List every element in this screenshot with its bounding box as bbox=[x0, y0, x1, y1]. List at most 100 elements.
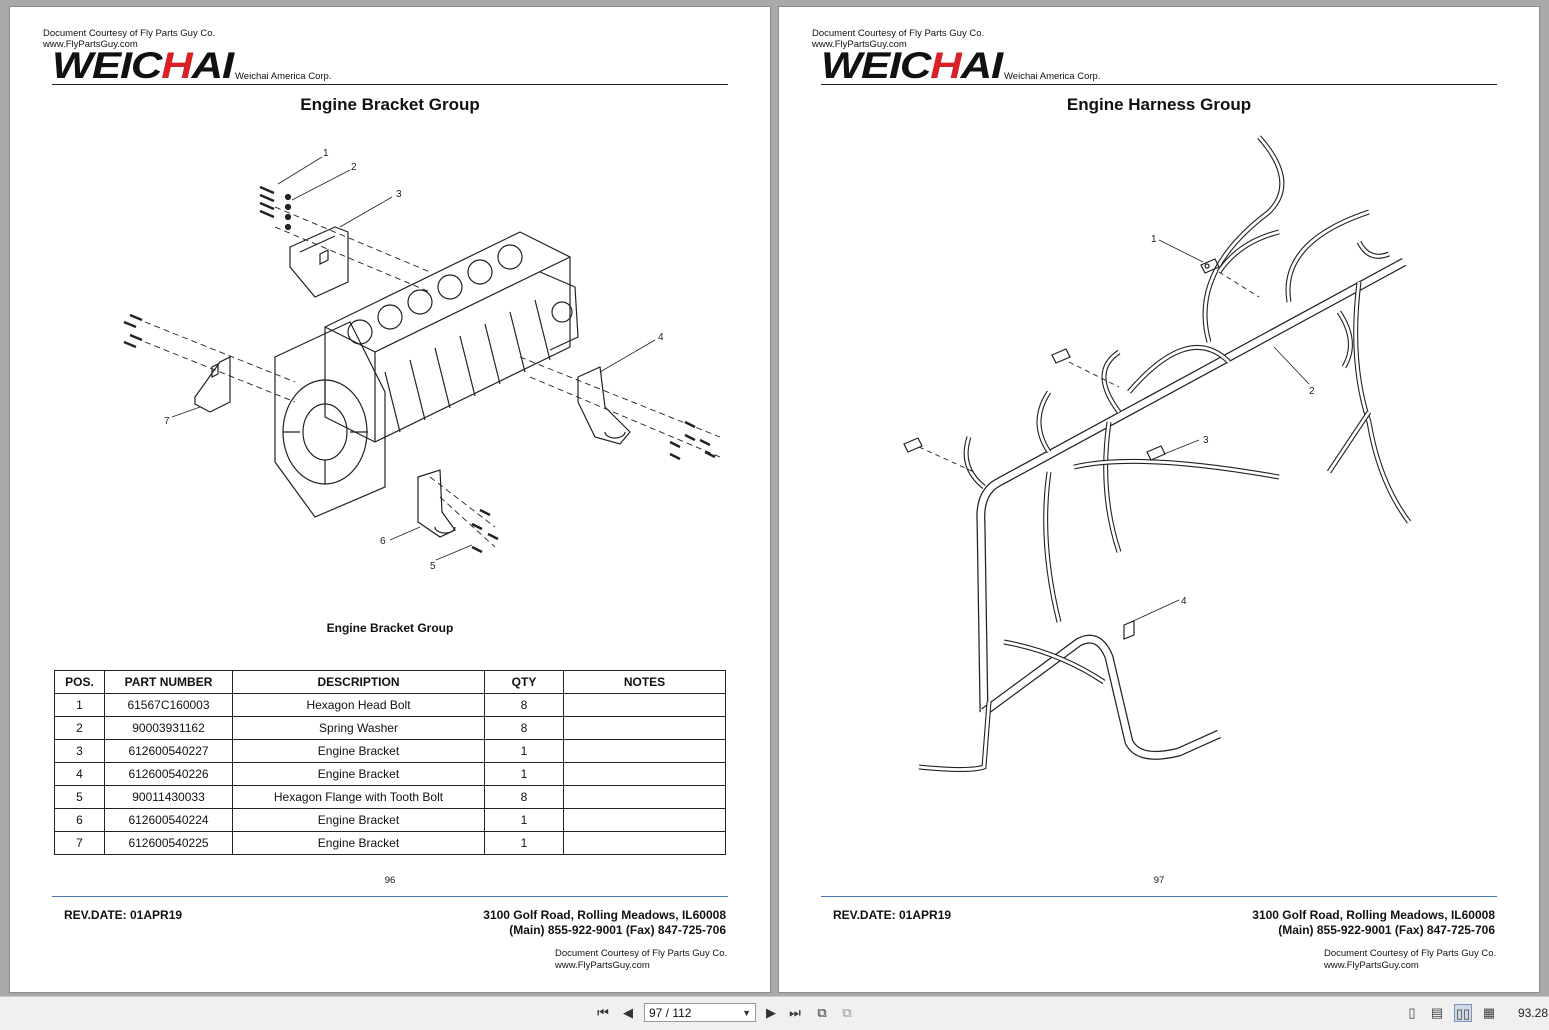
table-cell bbox=[563, 693, 726, 717]
continuous-view-icon[interactable]: ▤ bbox=[1430, 1005, 1444, 1020]
table-cell: 7 bbox=[54, 831, 105, 855]
table-cell: Hexagon Head Bolt bbox=[232, 693, 485, 717]
courtesy-text: Document Courtesy of Fly Parts Guy Co. bbox=[555, 948, 728, 959]
courtesy-text: Document Courtesy of Fly Parts Guy Co. bbox=[812, 28, 985, 39]
courtesy-header: Document Courtesy of Fly Parts Guy Co. w… bbox=[812, 28, 984, 50]
single-page-view-icon[interactable]: ▯ bbox=[1408, 1005, 1416, 1020]
table-row: 5 90011430033 Hexagon Flange with Tooth … bbox=[54, 785, 726, 809]
address-line: 3100 Golf Road, Rolling Meadows, IL60008 bbox=[1252, 908, 1495, 922]
callout-1: 1 bbox=[323, 148, 329, 159]
alignment-lines bbox=[918, 271, 1260, 473]
engine-harness-diagram: 1 2 3 4 bbox=[903, 135, 1412, 772]
logo-accent: H bbox=[161, 45, 193, 86]
table-cell: 612600540226 bbox=[104, 762, 233, 786]
callout-leaders bbox=[1130, 239, 1310, 623]
next-view-icon[interactable]: ⧉ bbox=[842, 1005, 852, 1020]
bolts-top bbox=[259, 185, 292, 231]
table-cell: 1 bbox=[484, 762, 564, 786]
column-header: PART NUMBER bbox=[104, 670, 233, 694]
page-indicator: 97 / 112 bbox=[649, 1006, 692, 1020]
table-cell: Engine Bracket bbox=[232, 831, 485, 855]
logo-subtitle: Weichai America Corp. bbox=[1004, 71, 1101, 82]
last-page-icon[interactable]: ⏭ bbox=[789, 1005, 801, 1020]
table-cell: 6 bbox=[54, 808, 105, 832]
table-row: 7 612600540225 Engine Bracket 1 bbox=[54, 831, 726, 855]
table-cell bbox=[563, 739, 726, 763]
table-row: 1 61567C160003 Hexagon Head Bolt 8 bbox=[54, 693, 726, 717]
table-cell: 90011430033 bbox=[104, 785, 233, 809]
courtesy-text: Document Courtesy of Fly Parts Guy Co. bbox=[1324, 948, 1497, 959]
prev-page-icon[interactable]: ◀ bbox=[623, 1005, 633, 1020]
footer-address: 3100 Golf Road, Rolling Meadows, IL60008… bbox=[483, 908, 726, 938]
column-header: POS. bbox=[54, 670, 105, 694]
first-page-icon[interactable]: ⏮ bbox=[597, 1005, 609, 1020]
callout-5: 5 bbox=[430, 561, 436, 572]
bracket-4-drawing bbox=[577, 366, 631, 445]
bracket-6-drawing bbox=[417, 469, 456, 538]
page-number-input[interactable]: 97 / 112 ▼ bbox=[644, 1003, 756, 1022]
table-cell: 1 bbox=[484, 831, 564, 855]
pdf-viewer-toolbar: ⏮ ◀ 97 / 112 ▼ ▶ ⏭ ⧉ ⧉ ▯ ▤ ▯▯ ▦ 93.28 bbox=[0, 996, 1549, 1030]
table-cell: 8 bbox=[484, 716, 564, 740]
parts-table: POS. PART NUMBER DESCRIPTION QTY NOTES 1… bbox=[54, 670, 726, 855]
alignment-lines bbox=[144, 206, 721, 548]
table-cell: 612600540224 bbox=[104, 808, 233, 832]
callout-2: 2 bbox=[1309, 386, 1315, 397]
table-row: 6 612600540224 Engine Bracket 1 bbox=[54, 808, 726, 832]
phone-line: (Main) 855-922-9001 (Fax) 847-725-706 bbox=[1278, 923, 1495, 937]
table-row: 2 90003931162 Spring Washer 8 bbox=[54, 716, 726, 740]
table-row: 3 612600540227 Engine Bracket 1 bbox=[54, 739, 726, 763]
callout-1: 1 bbox=[1151, 234, 1157, 245]
callout-3: 3 bbox=[1203, 435, 1209, 446]
weichai-logo: WEICHAI bbox=[52, 45, 234, 86]
table-cell: 1 bbox=[54, 693, 105, 717]
table-cell bbox=[563, 762, 726, 786]
callout-labels: 1 2 3 4 bbox=[1151, 234, 1315, 607]
next-page-icon[interactable]: ▶ bbox=[766, 1005, 776, 1020]
courtesy-url: www.FlyPartsGuy.com bbox=[43, 39, 138, 50]
header-rule bbox=[821, 84, 1497, 85]
table-cell bbox=[563, 785, 726, 809]
table-cell: 8 bbox=[484, 785, 564, 809]
table-cell: 61567C160003 bbox=[104, 693, 233, 717]
footer-rule bbox=[52, 896, 728, 897]
courtesy-footer: Document Courtesy of Fly Parts Guy Co. w… bbox=[1324, 948, 1496, 972]
column-header: NOTES bbox=[563, 670, 726, 694]
table-cell bbox=[563, 808, 726, 832]
courtesy-header: Document Courtesy of Fly Parts Guy Co. w… bbox=[43, 28, 215, 50]
callout-6: 6 bbox=[380, 536, 386, 547]
table-cell: Engine Bracket bbox=[232, 739, 485, 763]
callout-2: 2 bbox=[351, 162, 357, 173]
weichai-logo: WEICHAI bbox=[821, 47, 1003, 84]
callout-leaders bbox=[171, 156, 656, 561]
courtesy-url: www.FlyPartsGuy.com bbox=[1324, 960, 1419, 971]
bracket-3-drawing bbox=[289, 226, 349, 298]
document-page-left: Document Courtesy of Fly Parts Guy Co. w… bbox=[10, 7, 770, 992]
table-cell: 8 bbox=[484, 693, 564, 717]
document-page-right: Document Courtesy of Fly Parts Guy Co. w… bbox=[779, 7, 1539, 992]
continuous-facing-view-icon[interactable]: ▦ bbox=[1482, 1005, 1496, 1020]
table-row: 4 612600540226 Engine Bracket 1 bbox=[54, 762, 726, 786]
courtesy-url: www.FlyPartsGuy.com bbox=[555, 960, 650, 971]
page-number: 97 bbox=[1153, 875, 1165, 886]
bolts-bottom bbox=[471, 508, 499, 554]
table-cell bbox=[563, 831, 726, 855]
address-line: 3100 Golf Road, Rolling Meadows, IL60008 bbox=[483, 908, 726, 922]
table-cell: 612600540225 bbox=[104, 831, 233, 855]
previous-view-icon[interactable]: ⧉ bbox=[817, 1005, 827, 1020]
harness-tubes bbox=[918, 135, 1412, 772]
table-header-row: POS. PART NUMBER DESCRIPTION QTY NOTES bbox=[54, 670, 726, 694]
revision-date: REV.DATE: 01APR19 bbox=[64, 908, 183, 922]
column-header: DESCRIPTION bbox=[232, 670, 485, 694]
table-cell: 1 bbox=[484, 808, 564, 832]
facing-view-icon[interactable]: ▯▯ bbox=[1454, 1004, 1472, 1022]
table-cell bbox=[563, 716, 726, 740]
chevron-down-icon[interactable]: ▼ bbox=[742, 1008, 751, 1018]
revision-date: REV.DATE: 01APR19 bbox=[833, 908, 952, 922]
table-cell: Engine Bracket bbox=[232, 808, 485, 832]
table-cell: Engine Bracket bbox=[232, 762, 485, 786]
table-cell: 2 bbox=[54, 716, 105, 740]
column-header: QTY bbox=[484, 670, 564, 694]
engine-block-drawing bbox=[274, 231, 579, 518]
zoom-level[interactable]: 93.28 bbox=[1518, 1006, 1549, 1020]
